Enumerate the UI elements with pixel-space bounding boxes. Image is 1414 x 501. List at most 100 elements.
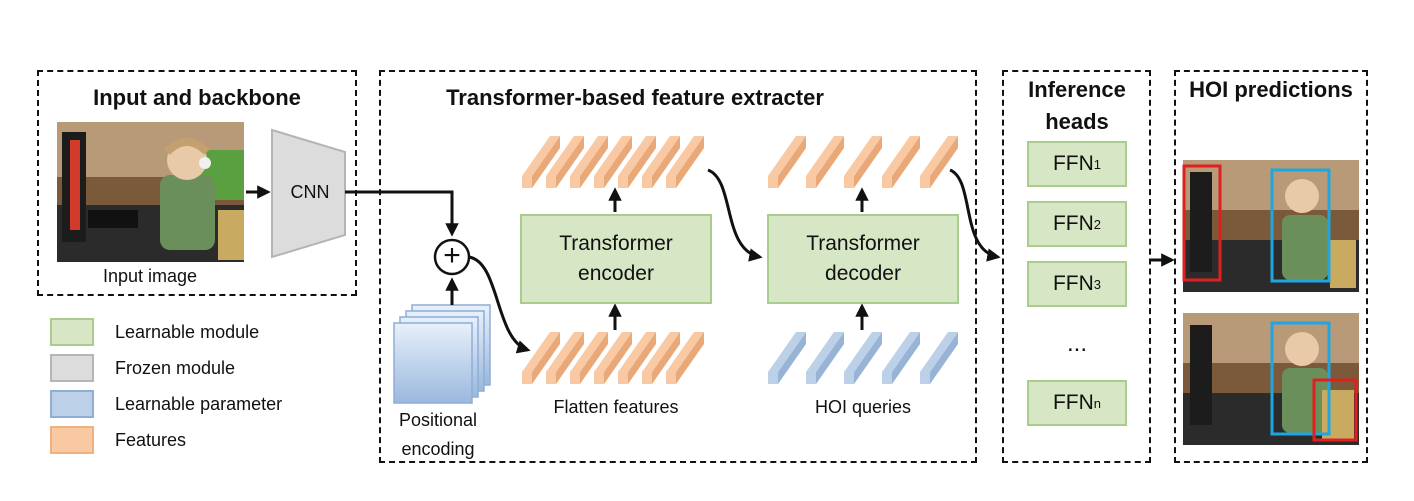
- decoder-output-features: [768, 136, 958, 188]
- encoder-output-bar-side: [556, 136, 584, 188]
- decoder-output-bar-top: [806, 136, 844, 176]
- flatten-feature-bar-top: [666, 332, 704, 372]
- flatten-features-label: Flatten features: [553, 397, 679, 417]
- add-symbol: +: [443, 239, 461, 272]
- decoder-output-bar-front: [920, 176, 930, 188]
- hoi-query-bar-top: [882, 332, 920, 372]
- cnn-label: CNN: [290, 182, 330, 202]
- decoder-output-bar-side: [778, 136, 806, 188]
- decoder-output-bar-front: [768, 176, 778, 188]
- encoder-output-bar-top: [546, 136, 584, 176]
- cnn-block: [271, 128, 346, 259]
- flatten-feature-bar-front: [618, 372, 628, 384]
- decoder-output-bar-side: [854, 136, 882, 188]
- encoder-output-bar-top: [642, 136, 680, 176]
- legend-swatch-frozen-module: [50, 354, 94, 382]
- flatten-feature-bar-side: [556, 332, 584, 384]
- flatten-feature-bar-side: [532, 332, 560, 384]
- input-image: [57, 122, 244, 262]
- transformer-title: Transformer-based feature extracter: [446, 85, 824, 110]
- legend-swatch-learnable-module: [50, 318, 94, 346]
- decoder-output-bar-side: [930, 136, 958, 188]
- inference-heads-title: Inference heads: [1028, 77, 1126, 134]
- hoi-query-bar-top: [844, 332, 882, 372]
- hoi-query-bar-side: [930, 332, 958, 384]
- hoi-queries-group: [768, 332, 958, 384]
- hoi-query-bar-top: [768, 332, 806, 372]
- input-backbone-section: [37, 70, 357, 296]
- positional-encoding-stack: [393, 304, 491, 404]
- input-image-caption: Input image: [102, 266, 198, 286]
- flatten-feature-bar-top: [546, 332, 584, 372]
- hoi-prediction-image-1: [1182, 160, 1359, 292]
- inference-heads-section: [1002, 70, 1151, 463]
- decoder-output-bar-front: [806, 176, 816, 188]
- flatten-feature-bar-top: [594, 332, 632, 372]
- decoder-output-bar-top: [768, 136, 806, 176]
- hoi-query-bar-top: [806, 332, 844, 372]
- hoi-predictions-section: [1174, 70, 1368, 463]
- flatten-feature-bar-side: [676, 332, 704, 384]
- flatten-feature-bar-front: [642, 372, 652, 384]
- hoi-query-bar-side: [778, 332, 806, 384]
- ffn-ellipsis: ...: [1066, 330, 1087, 357]
- hoi-query-bar-side: [854, 332, 882, 384]
- flatten-feature-bar-top: [570, 332, 608, 372]
- transformer-encoder: Transformer encoder: [520, 214, 712, 304]
- hoi-predictions-title: HOI predictions: [1189, 77, 1353, 102]
- encoder-output-bar-side: [652, 136, 680, 188]
- flatten-feature-bar-front: [522, 372, 532, 384]
- positional-encoding-label: Positional encoding: [398, 410, 478, 459]
- hoi-query-bar-front: [768, 372, 778, 384]
- flatten-features-top: [522, 136, 704, 188]
- input-backbone-title: Input and backbone: [93, 85, 301, 110]
- encoder-output-bar-front: [642, 176, 652, 188]
- decoder-output-bar-top: [882, 136, 920, 176]
- decoder-output-bar-side: [892, 136, 920, 188]
- flatten-feature-bar-front: [570, 372, 580, 384]
- hoi-query-bar-front: [920, 372, 930, 384]
- encoder-output-bar-side: [676, 136, 704, 188]
- flatten-feature-bar-front: [546, 372, 556, 384]
- decoder-output-bar-side: [816, 136, 844, 188]
- encoder-output-bar-front: [618, 176, 628, 188]
- decoder-output-bar-front: [882, 176, 892, 188]
- flatten-feature-bar-top: [522, 332, 560, 372]
- flatten-feature-bar-side: [580, 332, 608, 384]
- flatten-feature-bar-side: [652, 332, 680, 384]
- encoder-output-bar-front: [546, 176, 556, 188]
- legend-label-features: Features: [115, 430, 187, 450]
- legend-label-learnable-parameter: Learnable parameter: [115, 394, 283, 414]
- encoder-output-bar-side: [532, 136, 560, 188]
- legend-label-frozen-module: Frozen module: [115, 358, 236, 378]
- encoder-output-bar-front: [522, 176, 532, 188]
- hoi-query-bar-side: [892, 332, 920, 384]
- flatten-feature-bar-top: [642, 332, 680, 372]
- encoder-output-bar-front: [570, 176, 580, 188]
- hoi-query-bar-side: [816, 332, 844, 384]
- transformer-decoder: Transformer decoder: [767, 214, 959, 304]
- flatten-feature-bar-side: [604, 332, 632, 384]
- encoder-output-bar-top: [618, 136, 656, 176]
- hoi-query-bar-front: [882, 372, 892, 384]
- encoder-output-bar-front: [666, 176, 676, 188]
- encoder-output-bar-front: [594, 176, 604, 188]
- hoi-prediction-image-2: [1183, 313, 1359, 445]
- hoi-query-bar-front: [844, 372, 854, 384]
- encoder-output-bar-top: [522, 136, 560, 176]
- hoi-query-bar-front: [806, 372, 816, 384]
- encoder-output-bar-side: [580, 136, 608, 188]
- flatten-feature-bar-front: [666, 372, 676, 384]
- transformer-section: [379, 70, 977, 463]
- flatten-feature-bar-top: [618, 332, 656, 372]
- decoder-output-bar-front: [844, 176, 854, 188]
- hoi-query-bar-top: [920, 332, 958, 372]
- flatten-feature-bar-side: [628, 332, 656, 384]
- encoder-output-bar-side: [628, 136, 656, 188]
- encoder-output-bar-top: [570, 136, 608, 176]
